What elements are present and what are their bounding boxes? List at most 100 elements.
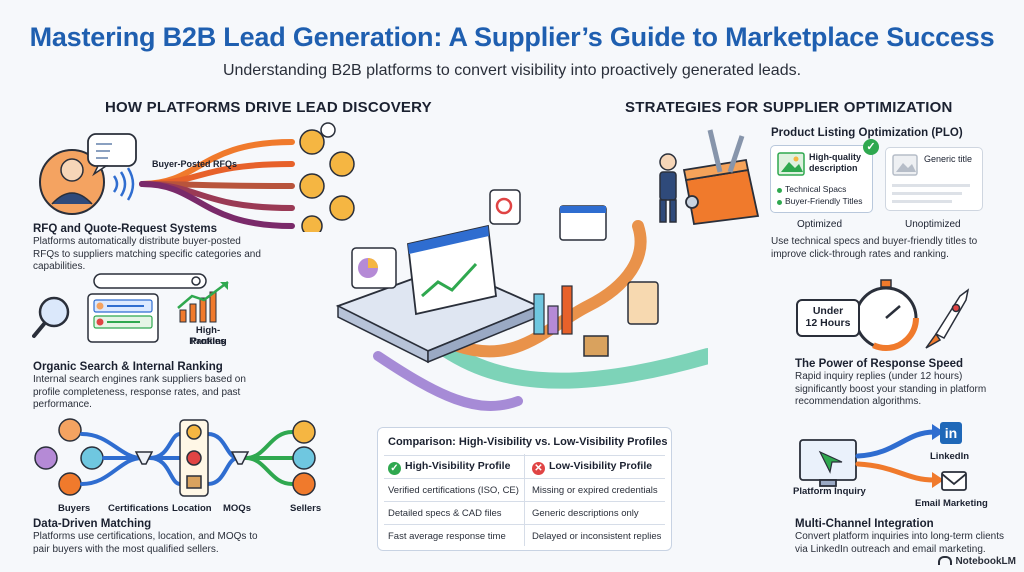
monitor-icon — [799, 439, 857, 487]
notebooklm-logo-icon — [938, 556, 953, 565]
matching-label-buyers: Buyers — [58, 503, 91, 514]
pie-card-icon — [351, 247, 397, 289]
page-title: Mastering B2B Lead Generation: A Supplie… — [29, 22, 995, 52]
envelope-icon — [941, 471, 967, 491]
road-paths — [373, 220, 708, 411]
low-visibility-header: ✕ Low-Visibility Profile — [532, 460, 652, 475]
organic-diagram-label-1: High-Ranking — [189, 325, 227, 347]
matching-label-sellers: Sellers — [290, 503, 322, 514]
matching-diagram — [34, 418, 316, 497]
optimized-heading-2: description — [809, 163, 858, 173]
placeholder-line — [892, 184, 970, 187]
dashboard-screen-icon — [407, 224, 497, 316]
optimized-listing-card: High-quality description Technical Spacs… — [770, 139, 879, 213]
placeholder-line — [892, 192, 962, 195]
comparison-table: Comparison: High-Visibility vs. Low-Visi… — [377, 427, 672, 551]
plo-text: Use technical specs and buyer-friendly t… — [771, 236, 978, 260]
low-visibility-label: Low-Visibility Profile — [549, 460, 653, 472]
criteria-icons — [179, 419, 209, 497]
optimized-label: Optimized — [797, 219, 843, 230]
comparison-divider — [384, 478, 665, 479]
table-cell-high: Detailed specs & CAD files — [388, 508, 502, 519]
search-card-icon — [489, 189, 521, 225]
check-icon: ✓ — [388, 462, 401, 475]
question-bubble-icon — [87, 133, 137, 177]
rocket-icon — [925, 288, 970, 349]
rfq-title: RFQ and Quote-Request Systems — [33, 223, 218, 235]
multichannel-title: Multi-Channel Integration — [795, 518, 934, 530]
rfq-text: Platforms automatically distribute buyer… — [33, 236, 261, 272]
funnel-icon — [134, 451, 250, 465]
toolbox-icon — [682, 129, 760, 225]
speed-title: The Power of Response Speed — [795, 358, 964, 370]
optimized-heading-1: High-quality — [809, 152, 861, 162]
table-cell-low: Generic descriptions only — [532, 508, 639, 519]
comparison-divider — [384, 524, 665, 525]
image-placeholder-icon — [892, 154, 918, 176]
high-visibility-label: High-Visibility Profile — [405, 460, 511, 472]
rfq-diagram — [39, 122, 355, 232]
comparison-divider — [384, 501, 665, 502]
comparison-title: Comparison: High-Visibility vs. Low-Visi… — [388, 436, 668, 448]
matching-text: Platforms use certifications, location, … — [33, 531, 258, 555]
matching-label-location: Location — [172, 503, 212, 514]
marketplace-illustration — [335, 189, 708, 411]
arrow-head — [932, 424, 944, 440]
worker-icon — [659, 153, 677, 223]
plo-title: Product Listing Optimization (PLO) — [771, 127, 963, 139]
bullet-icon — [777, 188, 782, 193]
table-cell-high: Verified certifications (ISO, CE) — [388, 485, 519, 496]
multichannel-illustration — [799, 424, 967, 491]
table-cell-low: Missing or expired credentials — [532, 485, 658, 496]
email-marketing-label: Email Marketing — [915, 498, 988, 509]
linkedin-icon: in — [940, 422, 962, 444]
platform-inquiry-label: Platform Inquiry — [793, 486, 866, 497]
ranking-chart-icon — [177, 281, 229, 323]
profile-list-icon — [87, 293, 159, 343]
image-placeholder-icon — [777, 152, 805, 176]
badge-line-1: Under — [812, 305, 844, 317]
response-speed-illustration — [853, 279, 970, 351]
rfq-arrows — [139, 139, 295, 229]
signal-waves-icon — [112, 167, 135, 201]
left-section-heading: HOW PLATFORMS DRIVE LEAD DISCOVERY — [105, 99, 432, 116]
organic-title: Organic Search & Internal Ranking — [33, 361, 223, 373]
buyers-icons — [34, 418, 104, 496]
bar-chart-icon — [533, 285, 573, 335]
bullet-icon — [777, 200, 782, 205]
rfq-diagram-label: Buyer-Posted RFQs — [152, 159, 238, 169]
high-visibility-header: ✓ High-Visibility Profile — [388, 460, 510, 475]
brand-name: NotebookLM — [955, 556, 1016, 567]
badge-line-2: 12 Hours — [805, 317, 851, 329]
unoptimized-heading: Generic title — [924, 154, 973, 164]
under-12-hours-badge: Under 12 Hours — [796, 299, 860, 337]
matching-label-moqs: MOQs — [223, 503, 251, 514]
brand-watermark: NotebookLM — [938, 556, 1016, 567]
matching-label-certifications: Certifications — [108, 503, 169, 514]
toolbox-illustration — [659, 129, 760, 225]
unoptimized-listing-card: Generic title — [885, 147, 983, 211]
stopwatch-icon — [853, 279, 919, 351]
buyer-avatar-icon — [39, 149, 105, 215]
magnifier-icon — [32, 296, 70, 338]
comparison-column-divider — [524, 454, 525, 546]
supplier-icons — [299, 122, 355, 232]
check-badge-icon: ✓ — [863, 139, 879, 155]
optimized-bullet-1: Technical Spacs — [785, 184, 847, 194]
browser-card-icon — [559, 205, 607, 241]
table-cell-high: Fast average response time — [388, 531, 506, 542]
organic-diagram-label-2: Profiles — [190, 336, 226, 347]
right-section-heading: STRATEGIES FOR SUPPLIER OPTIMIZATION — [625, 99, 953, 116]
optimized-bullet-2: Buyer-Friendly Titles — [785, 196, 863, 206]
organic-search-diagram — [32, 273, 229, 343]
matching-title: Data-Driven Matching — [33, 518, 152, 530]
search-bar-icon — [93, 273, 207, 289]
destination-pin-icon — [627, 281, 659, 325]
organic-text: Internal search engines rank suppliers b… — [33, 374, 246, 410]
table-cell-low: Delayed or inconsistent replies — [532, 531, 662, 542]
cross-icon: ✕ — [532, 462, 545, 475]
speed-text: Rapid inquiry replies (under 12 hours) s… — [795, 371, 987, 407]
linkedin-label: LinkedIn — [930, 451, 970, 462]
channel-arrows — [855, 429, 937, 483]
arrow-head — [932, 472, 944, 488]
